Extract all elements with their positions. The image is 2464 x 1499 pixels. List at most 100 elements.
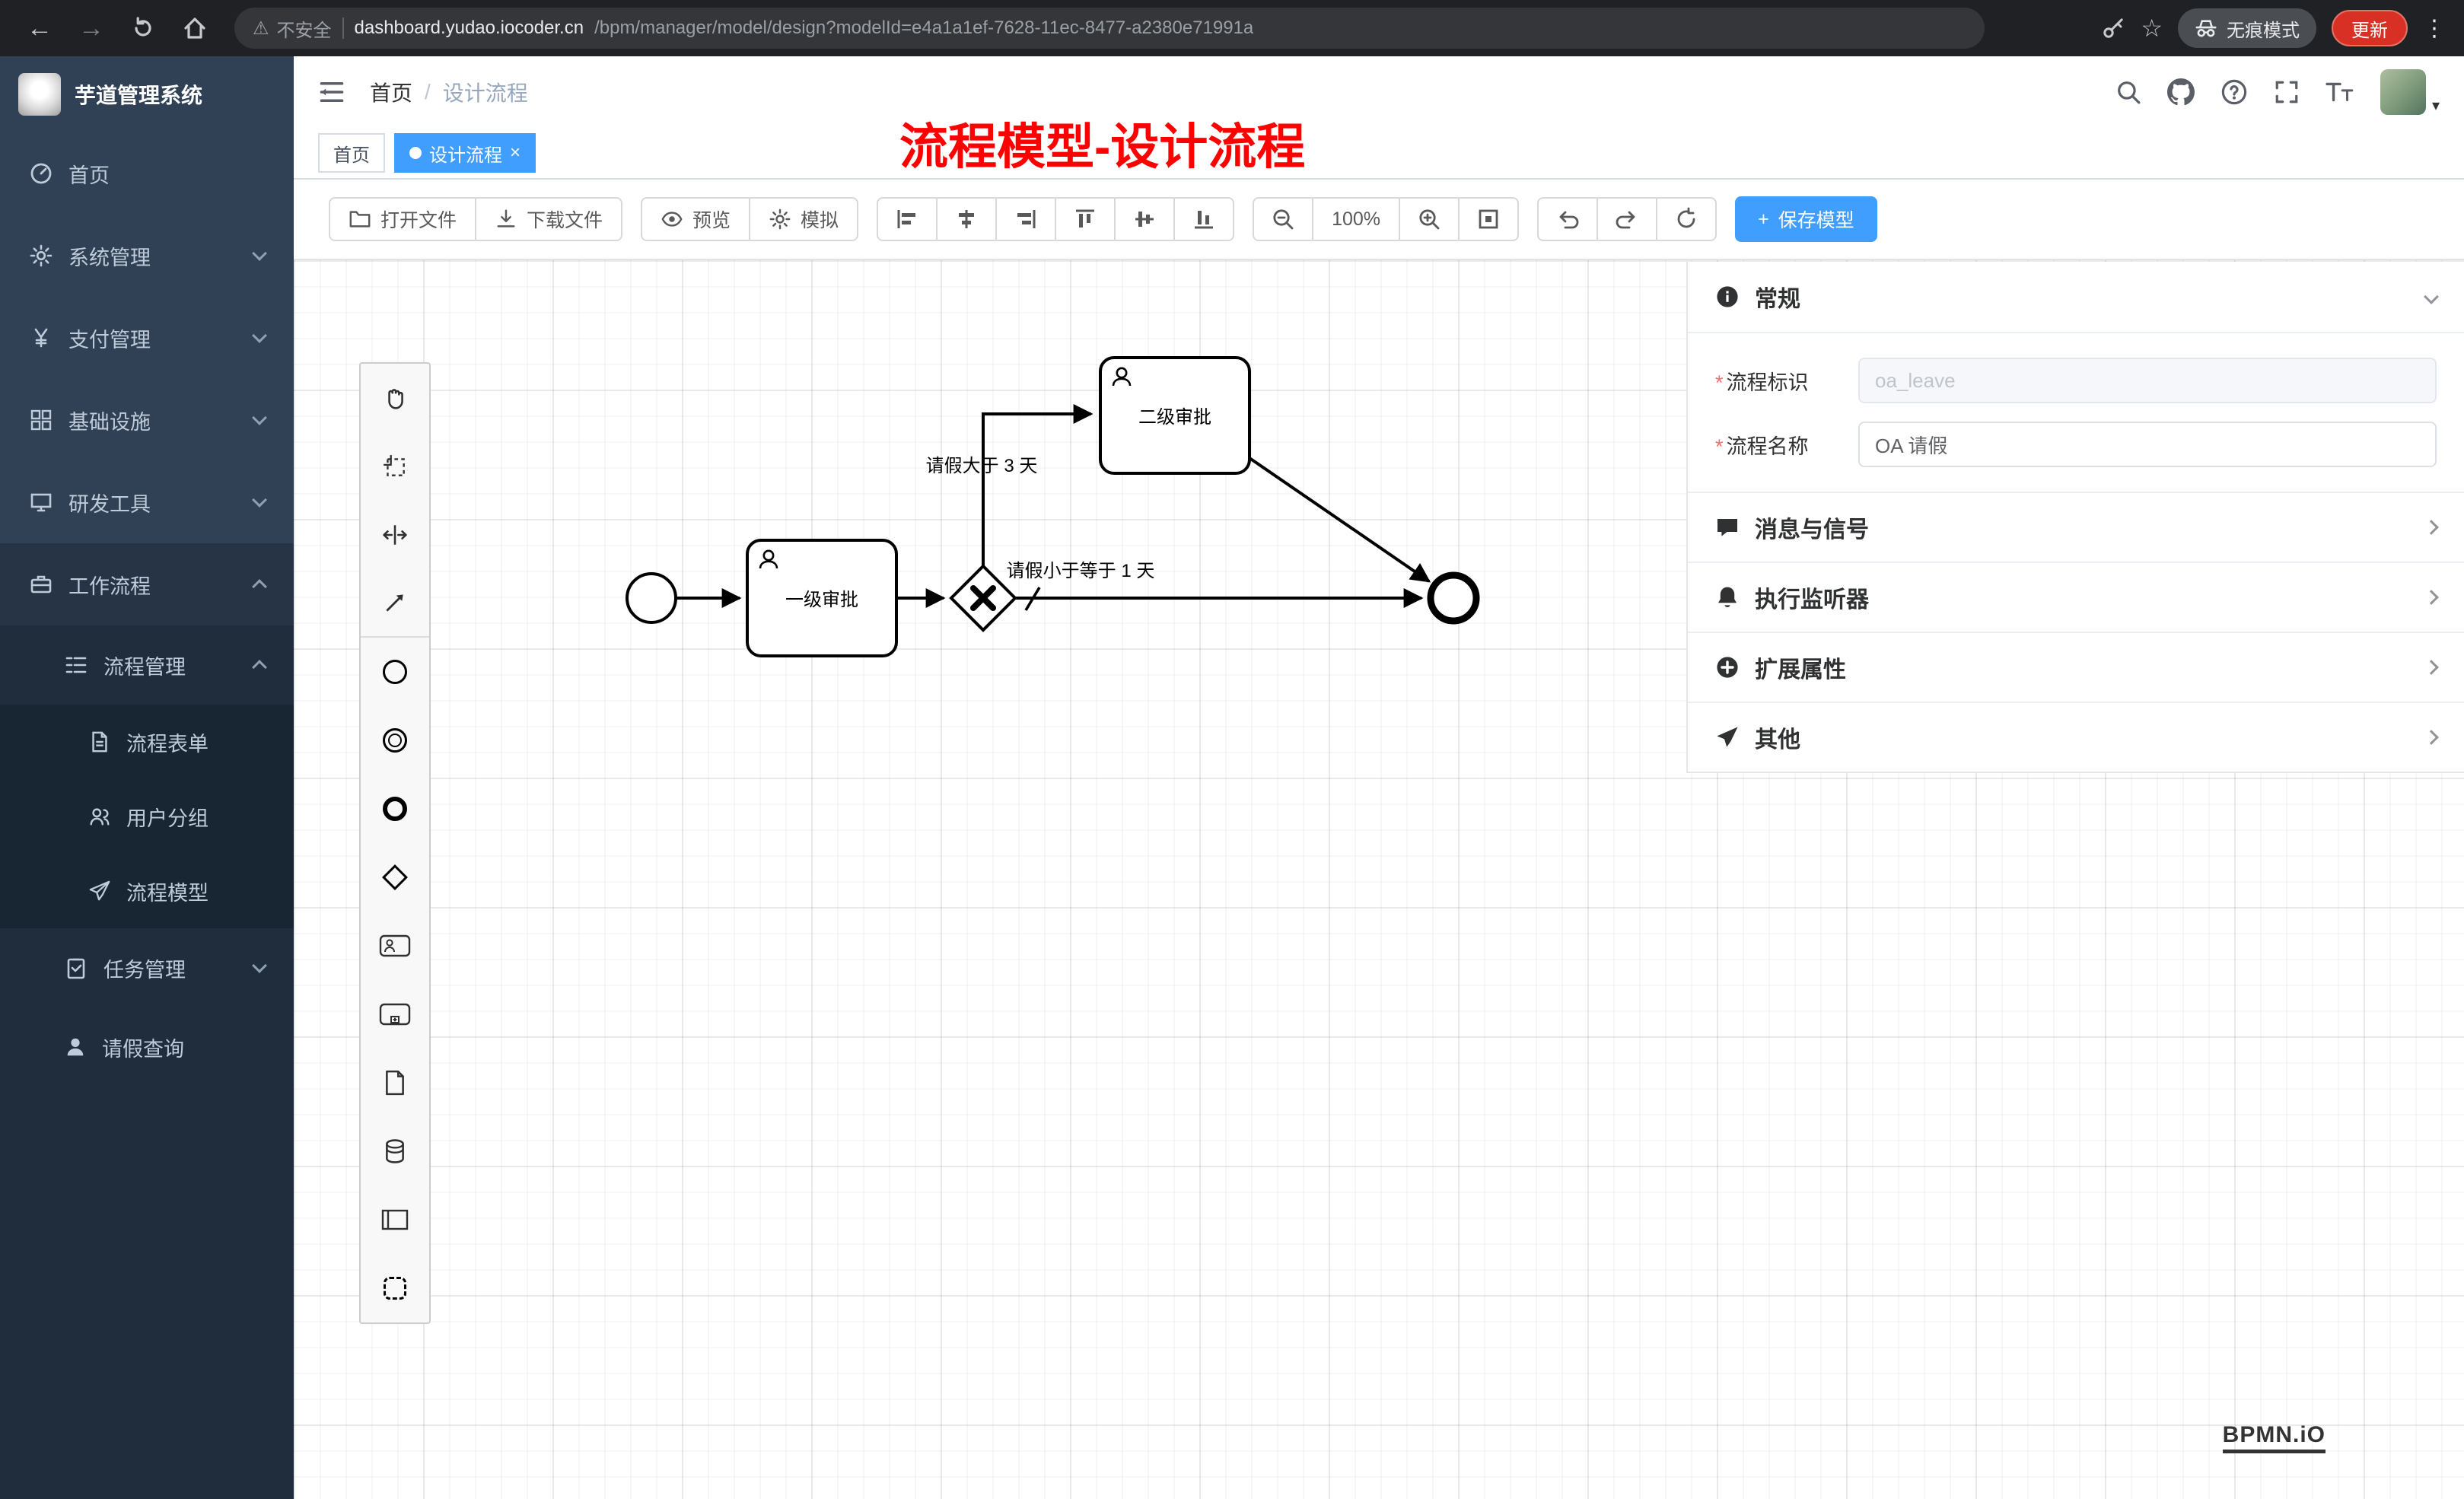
section-listeners[interactable]: 执行监听器 [1688, 562, 2464, 632]
chevron-right-icon [2424, 730, 2439, 745]
users-icon [90, 808, 110, 826]
fit-viewport-button[interactable] [1458, 197, 1520, 241]
sidebar-item-workflow[interactable]: 工作流程 [0, 543, 294, 625]
subprocess-icon [379, 1003, 411, 1026]
space-tool[interactable] [361, 501, 429, 569]
chevron-down-icon [2424, 289, 2439, 304]
monitor-icon [30, 493, 52, 512]
close-icon[interactable]: × [510, 142, 521, 163]
restart-button[interactable] [1656, 197, 1717, 241]
save-model-button[interactable]: + 保存模型 [1735, 196, 1877, 242]
zoom-in-button[interactable] [1399, 197, 1460, 241]
data-object-icon [386, 1070, 404, 1096]
forward-icon[interactable]: → [78, 13, 104, 43]
home-icon[interactable] [173, 7, 216, 49]
end-event[interactable] [1427, 571, 1480, 625]
plus-circle-icon [1717, 657, 1738, 678]
flow-gateway-to-task2[interactable] [982, 404, 1094, 566]
space-tool-icon [383, 525, 407, 545]
tab-label: 设计流程 [429, 145, 502, 166]
create-data-object[interactable] [361, 1049, 429, 1117]
bpmn-io-logo[interactable]: BPMN.iO [2222, 1422, 2326, 1453]
sidebar-item-label: 流程模型 [126, 881, 209, 905]
grid-icon [30, 409, 52, 431]
chevron-right-icon [2424, 590, 2439, 605]
section-messages[interactable]: 消息与信号 [1688, 492, 2464, 562]
align-center-button[interactable] [936, 197, 998, 241]
section-other[interactable]: 其他 [1688, 702, 2464, 772]
hand-tool[interactable] [361, 364, 429, 432]
task-first-approval[interactable] [746, 539, 898, 657]
redo-button[interactable] [1597, 197, 1658, 241]
open-file-button[interactable]: 打开文件 [329, 197, 477, 241]
tab-home[interactable]: 首页 [318, 133, 385, 173]
create-gateway[interactable] [361, 843, 429, 912]
browser-menu-icon[interactable]: ⋮ [2423, 15, 2446, 41]
download-file-button[interactable]: 下载文件 [475, 197, 623, 241]
url-bar[interactable]: ⚠ 不安全 dashboard.yudao.iocoder.cn/bpm/man… [234, 8, 1985, 49]
sidebar-item-leave-query[interactable]: 请假查询 [0, 1007, 294, 1087]
update-button[interactable]: 更新 [2332, 10, 2408, 46]
create-end-event[interactable] [361, 775, 429, 843]
task-second-approval[interactable] [1099, 356, 1251, 475]
start-event[interactable] [626, 572, 677, 624]
sidebar-item-infra[interactable]: 基础设施 [0, 379, 294, 461]
create-data-store[interactable] [361, 1117, 429, 1186]
font-size-icon[interactable] [2326, 79, 2354, 105]
sidebar-item-system[interactable]: 系统管理 [0, 215, 294, 297]
tab-design-process[interactable]: 设计流程 × [394, 133, 536, 173]
section-extended[interactable]: 扩展属性 [1688, 632, 2464, 702]
back-icon[interactable]: ← [27, 13, 53, 43]
create-intermediate-event[interactable] [361, 706, 429, 775]
fullscreen-icon[interactable] [2274, 79, 2300, 105]
bookmark-star-icon[interactable]: ☆ [2141, 14, 2163, 42]
app-logo[interactable]: 芋道管理系统 [0, 56, 294, 132]
align-top-button[interactable] [1055, 197, 1116, 241]
preview-button[interactable]: 预览 [641, 197, 751, 241]
sidebar-item-payment[interactable]: 支付管理 [0, 297, 294, 379]
designer-toolbar: 打开文件 下载文件 预览 模拟 [294, 180, 2464, 259]
security-chip[interactable]: ⚠ 不安全 [253, 15, 332, 42]
header-actions: ▾ [2115, 69, 2440, 115]
zoom-out-button[interactable] [1253, 197, 1314, 241]
sidebar-item-task-mgmt[interactable]: 任务管理 [0, 928, 294, 1007]
align-left-button[interactable] [877, 197, 938, 241]
create-subprocess[interactable] [361, 980, 429, 1049]
search-icon[interactable] [2115, 79, 2141, 105]
sidebar-item-label: 支付管理 [68, 328, 151, 352]
process-key-input[interactable] [1858, 358, 2437, 403]
align-right-button[interactable] [995, 197, 1057, 241]
user-menu[interactable]: ▾ [2380, 69, 2440, 115]
hamburger-icon[interactable] [318, 78, 345, 106]
sidebar-item-user-group[interactable]: 用户分组 [0, 779, 294, 854]
lasso-tool[interactable] [361, 432, 429, 501]
simulate-button[interactable]: 模拟 [749, 197, 859, 241]
align-bottom-button[interactable] [1173, 197, 1235, 241]
process-name-input[interactable] [1858, 422, 2437, 467]
create-user-task[interactable] [361, 912, 429, 980]
create-group[interactable] [361, 1254, 429, 1322]
sidebar-item-process-model[interactable]: 流程模型 [0, 854, 294, 928]
sidebar-item-label: 流程表单 [126, 732, 209, 756]
undo-button[interactable] [1537, 197, 1599, 241]
section-general[interactable]: 常规 [1688, 262, 2464, 332]
connect-tool[interactable] [361, 569, 429, 638]
align-middle-button[interactable] [1114, 197, 1176, 241]
create-start-event[interactable] [361, 638, 429, 706]
flow-task2-to-end[interactable] [1248, 457, 1431, 583]
button-label: 模拟 [801, 210, 839, 231]
active-dot [409, 147, 422, 159]
create-pool[interactable] [361, 1186, 429, 1254]
reload-icon[interactable] [122, 7, 164, 49]
key-icon[interactable] [2101, 16, 2125, 40]
bpmn-diagram[interactable]: 一级审批 二级审批 请假大于 3 天 请假小于等于 1 天 [294, 260, 2464, 1499]
breadcrumb-home[interactable]: 首页 [370, 81, 413, 105]
sidebar-item-process-mgmt[interactable]: 流程管理 [0, 625, 294, 705]
github-icon[interactable] [2166, 78, 2195, 106]
zoom-level[interactable]: 100% [1312, 197, 1401, 241]
sidebar-item-devtools[interactable]: 研发工具 [0, 461, 294, 543]
sidebar-item-home[interactable]: 首页 [0, 132, 294, 215]
sidebar-item-process-form[interactable]: 流程表单 [0, 705, 294, 779]
question-icon[interactable] [2220, 78, 2248, 106]
align-bottom-icon [1195, 211, 1214, 229]
